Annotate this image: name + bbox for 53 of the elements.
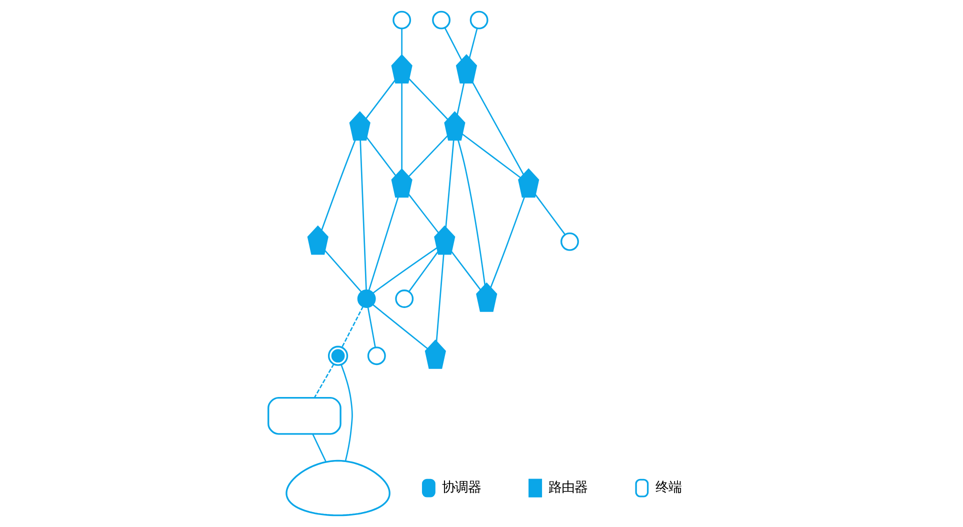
node-pentagon xyxy=(518,168,539,198)
connector xyxy=(407,194,438,234)
connector xyxy=(340,364,352,462)
connector xyxy=(456,82,464,115)
node-circle xyxy=(560,232,578,251)
node-wifi xyxy=(327,346,348,366)
node-pentagon xyxy=(348,111,370,141)
node-circle xyxy=(392,10,411,30)
connector xyxy=(408,78,448,120)
node-cloud xyxy=(285,460,390,516)
legend-label: 路由器 xyxy=(548,480,588,496)
connector xyxy=(444,28,462,61)
connector xyxy=(313,364,334,398)
connector xyxy=(489,196,525,288)
connector xyxy=(456,140,486,286)
connector xyxy=(340,306,364,348)
node-circle xyxy=(469,10,488,30)
connector xyxy=(372,304,428,350)
node-pentagon xyxy=(424,340,446,369)
node-pentagon xyxy=(434,225,455,255)
node-circle xyxy=(394,290,414,308)
node-circle xyxy=(432,10,450,30)
connector xyxy=(368,196,398,291)
node-pentagon xyxy=(390,168,412,198)
connector xyxy=(366,306,376,348)
connector xyxy=(366,136,396,176)
node-pentagon xyxy=(455,54,477,84)
connector xyxy=(435,254,444,342)
connector xyxy=(472,82,524,175)
connector xyxy=(450,251,481,290)
node-pentagon xyxy=(476,282,497,312)
node-circle xyxy=(366,346,386,366)
connector xyxy=(324,250,362,292)
node-circle xyxy=(356,290,376,308)
connector xyxy=(400,28,402,55)
connector xyxy=(444,140,454,228)
node-pentagon xyxy=(306,225,328,255)
connector xyxy=(408,251,438,292)
connector xyxy=(312,434,326,462)
connector xyxy=(320,140,356,231)
connector xyxy=(359,140,366,290)
connector xyxy=(372,247,437,294)
node-pentagon xyxy=(444,111,465,141)
connector xyxy=(400,82,402,170)
legend-label: 协调器 xyxy=(442,480,481,496)
connector xyxy=(461,133,520,178)
connector xyxy=(364,80,396,120)
connector xyxy=(534,194,566,235)
legend-label: 终端 xyxy=(654,480,681,496)
node-pentagon xyxy=(390,54,412,84)
node-phone xyxy=(267,396,341,435)
connector xyxy=(468,28,478,59)
connector xyxy=(408,135,448,178)
